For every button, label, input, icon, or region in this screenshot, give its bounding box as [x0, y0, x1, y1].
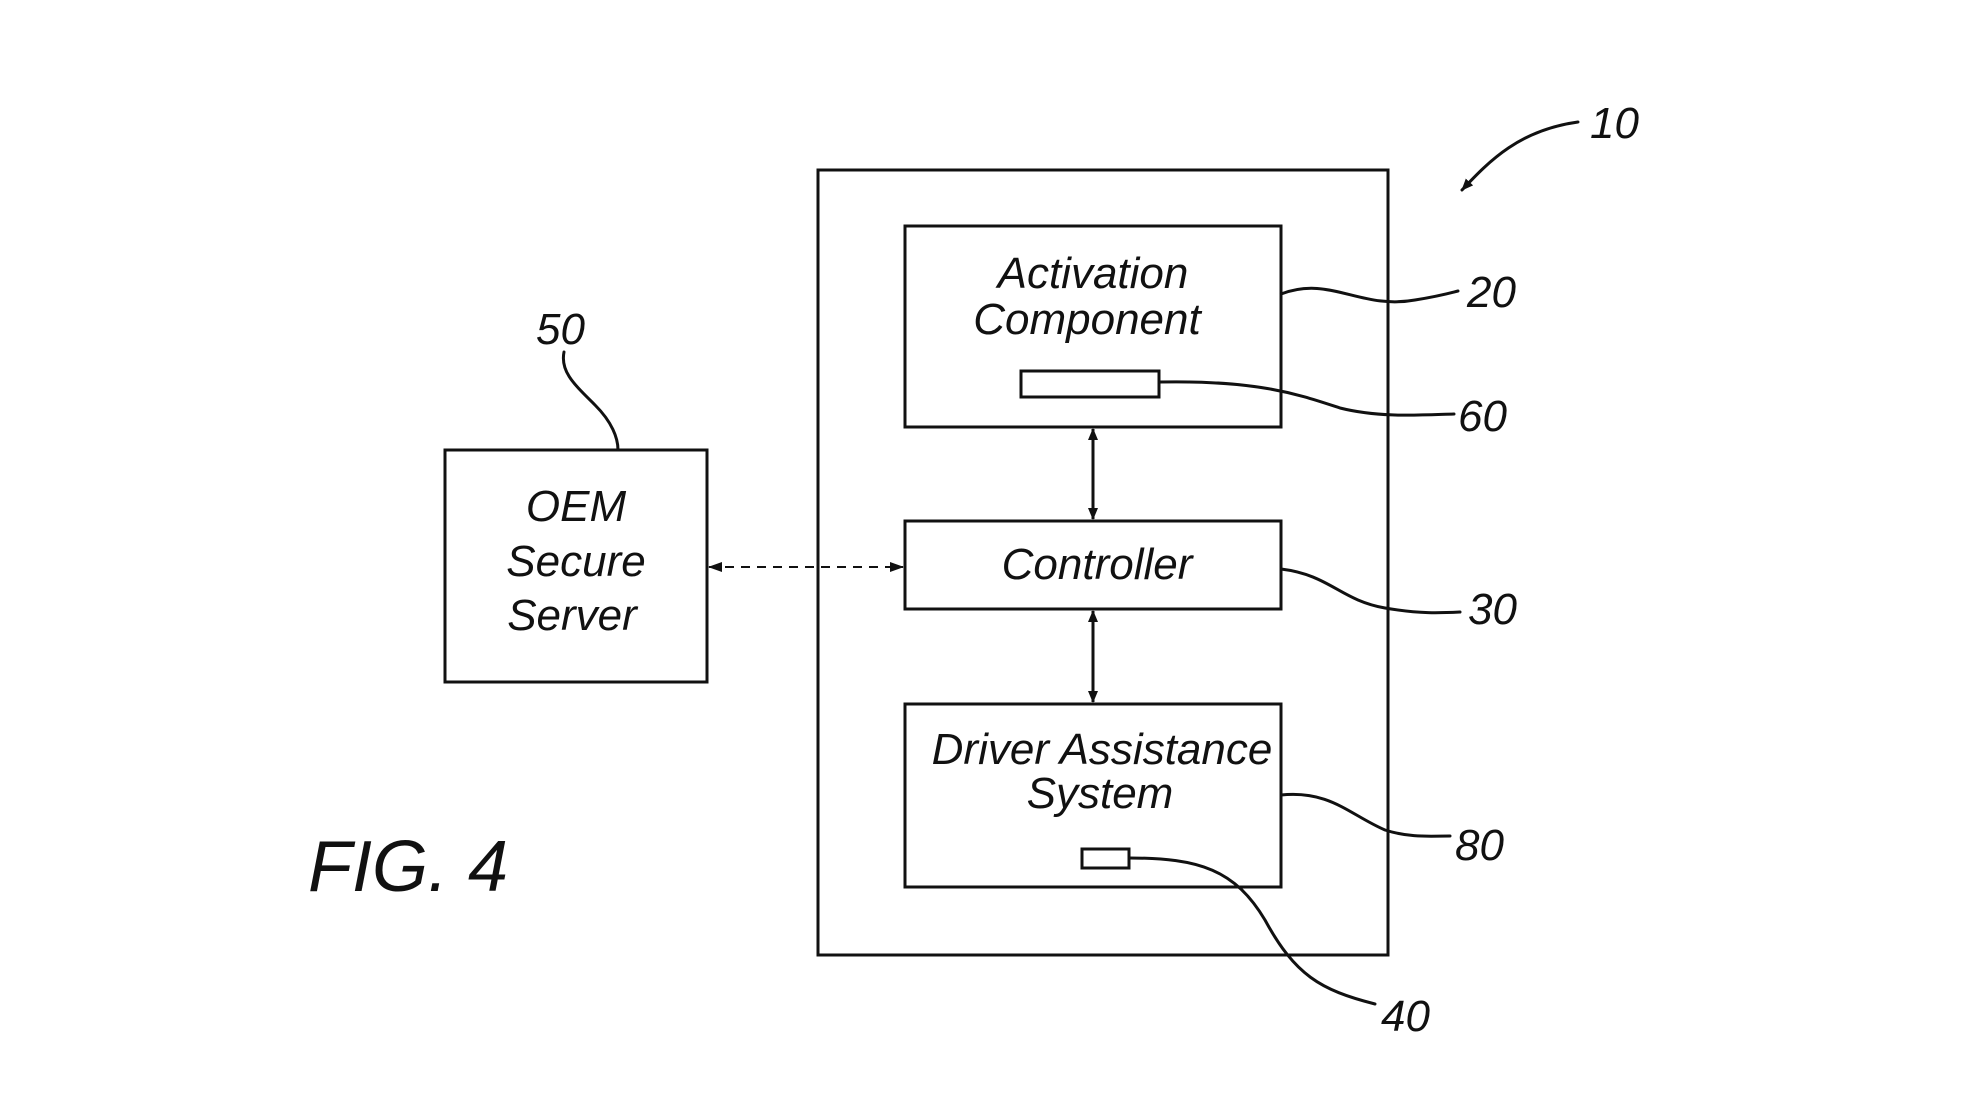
controller-box [903, 519, 1283, 611]
server-label-line1: OEM [526, 482, 627, 531]
server-label-line3: Server [507, 591, 639, 640]
driver-assistance-label-line2: System [1027, 769, 1174, 818]
ref-leader-30 [1279, 567, 1462, 615]
ref-leader-80 [1279, 792, 1452, 838]
ref-leader-40 [1127, 856, 1377, 1006]
ref-label-40: 40 [1381, 992, 1430, 1041]
activation-component-label-line2: Component [973, 295, 1202, 344]
ref-label-20: 20 [1466, 268, 1516, 317]
controller-label: Controller [1002, 540, 1195, 589]
ref-leader-50 [561, 350, 620, 452]
ref-label-10: 10 [1590, 99, 1639, 148]
ref-label-80: 80 [1455, 821, 1504, 870]
driver-assistance-label-line1: Driver Assistance [932, 725, 1273, 774]
ref-label-30: 30 [1468, 585, 1517, 634]
ref-leader-20 [1279, 286, 1460, 304]
ref-label-60: 60 [1458, 392, 1507, 441]
ref-leader-60 [1157, 380, 1456, 417]
ref-label-50: 50 [536, 305, 585, 354]
figure-caption: FIG. 4 [308, 827, 508, 907]
ref-arrow-10 [1460, 120, 1580, 192]
activation-element-60 [1019, 369, 1161, 399]
activation-component-label-line1: Activation [995, 249, 1189, 298]
oem-secure-server-box [443, 448, 709, 684]
server-label-line2: Secure [506, 537, 645, 586]
driver-assistance-element-40 [1080, 847, 1131, 870]
